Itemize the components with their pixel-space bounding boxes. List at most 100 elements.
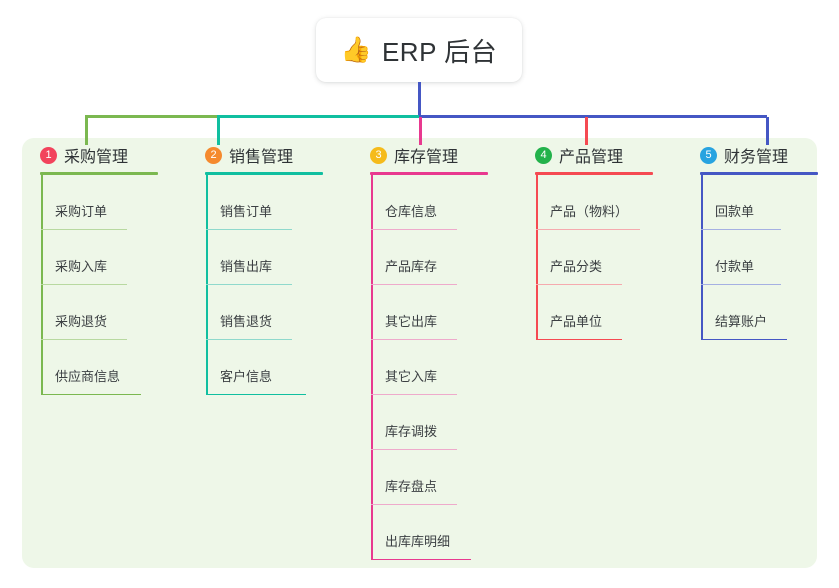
badge-number-icon: 3 <box>370 146 387 164</box>
column-header-sales[interactable]: 2 销售管理 <box>187 144 337 166</box>
list-item[interactable]: 销售出库 <box>206 230 337 285</box>
list-item-label: 其它入库 <box>385 369 438 384</box>
list-item[interactable]: 供应商信息 <box>41 340 172 395</box>
list-item[interactable]: 其它出库 <box>371 285 502 340</box>
list-item[interactable]: 产品分类 <box>536 230 667 285</box>
list-item-rule <box>701 338 787 340</box>
list-item[interactable]: 出库库明细 <box>371 505 502 560</box>
list-item-label: 出库库明细 <box>385 534 451 549</box>
list-item-label: 产品单位 <box>550 314 603 329</box>
list-item[interactable]: 客户信息 <box>206 340 337 395</box>
list-item[interactable]: 结算账户 <box>701 285 832 340</box>
drop-connector-inventory <box>419 117 422 145</box>
list-item-rule <box>206 283 292 285</box>
list-item-label: 结算账户 <box>715 314 768 329</box>
column-title: 采购管理 <box>64 149 129 166</box>
list-item-rule <box>371 283 457 285</box>
list-item[interactable]: 产品单位 <box>536 285 667 340</box>
items-spine <box>206 175 208 395</box>
list-item[interactable]: 销售退货 <box>206 285 337 340</box>
diagram-panel <box>22 138 817 568</box>
list-item-rule <box>371 503 457 505</box>
thumbs-up-icon: 👍 <box>340 35 372 64</box>
list-item-rule <box>701 283 781 285</box>
list-item[interactable]: 仓库信息 <box>371 175 502 230</box>
list-item-label: 客户信息 <box>220 369 273 384</box>
list-item[interactable]: 回款单 <box>701 175 832 230</box>
column-title: 销售管理 <box>229 149 294 166</box>
bus-green <box>85 115 217 118</box>
list-item-rule <box>206 393 306 395</box>
items-spine <box>701 175 703 340</box>
column-items-inventory: 仓库信息产品库存其它出库其它入库库存调拨库存盘点出库库明细 <box>371 175 502 560</box>
drop-connector-purchase <box>85 117 88 145</box>
items-spine <box>41 175 43 395</box>
column-header-rule <box>205 172 323 175</box>
trunk-connector <box>418 82 421 117</box>
list-item-rule <box>371 228 457 230</box>
list-item-label: 产品（物料） <box>550 204 629 219</box>
root-node-title: ERP 后台 <box>381 36 498 67</box>
list-item-label: 采购订单 <box>55 204 108 219</box>
drop-connector-product <box>585 117 588 145</box>
list-item-label: 产品库存 <box>385 259 438 274</box>
list-item-label: 销售出库 <box>220 259 273 274</box>
list-item[interactable]: 产品库存 <box>371 230 502 285</box>
list-item-label: 供应商信息 <box>55 369 121 384</box>
column-inventory: 3 库存管理仓库信息产品库存其它出库其它入库库存调拨库存盘点出库库明细 <box>352 144 502 560</box>
list-item-label: 其它出库 <box>385 314 438 329</box>
list-item-label: 采购入库 <box>55 259 108 274</box>
list-item[interactable]: 产品（物料） <box>536 175 667 230</box>
list-item[interactable]: 销售订单 <box>206 175 337 230</box>
list-item-label: 库存盘点 <box>385 479 438 494</box>
list-item[interactable]: 采购退货 <box>41 285 172 340</box>
items-spine <box>371 175 373 560</box>
list-item-rule <box>371 393 457 395</box>
list-item[interactable]: 采购订单 <box>41 175 172 230</box>
list-item-rule <box>371 558 471 560</box>
column-header-rule <box>700 172 818 175</box>
list-item-label: 销售退货 <box>220 314 273 329</box>
column-header-rule <box>535 172 653 175</box>
drop-connector-sales <box>217 117 220 145</box>
list-item-rule <box>371 448 457 450</box>
drop-connector-finance <box>766 117 769 145</box>
column-header-product[interactable]: 4 产品管理 <box>517 144 667 166</box>
column-items-purchase: 采购订单采购入库采购退货供应商信息 <box>41 175 172 395</box>
list-item-rule <box>371 338 457 340</box>
list-item-rule <box>536 283 622 285</box>
list-item[interactable]: 其它入库 <box>371 340 502 395</box>
list-item-label: 采购退货 <box>55 314 108 329</box>
list-item-rule <box>41 393 141 395</box>
list-item[interactable]: 采购入库 <box>41 230 172 285</box>
column-title: 产品管理 <box>559 149 624 166</box>
column-title: 库存管理 <box>394 149 459 166</box>
list-item-label: 销售订单 <box>220 204 273 219</box>
root-node-erp-backend[interactable]: 👍 ERP 后台 <box>316 18 522 82</box>
column-header-rule <box>370 172 488 175</box>
column-items-finance: 回款单付款单结算账户 <box>701 175 832 340</box>
list-item[interactable]: 库存调拨 <box>371 395 502 450</box>
list-item[interactable]: 付款单 <box>701 230 832 285</box>
list-item-rule <box>206 228 292 230</box>
badge-number-icon: 2 <box>205 146 222 164</box>
column-items-sales: 销售订单销售出库销售退货客户信息 <box>206 175 337 395</box>
column-items-product: 产品（物料） 产品分类产品单位 <box>536 175 667 340</box>
list-item-label: 库存调拨 <box>385 424 438 439</box>
list-item-rule <box>701 228 781 230</box>
list-item-label: 产品分类 <box>550 259 603 274</box>
badge-number-icon: 4 <box>535 146 552 164</box>
column-header-inventory[interactable]: 3 库存管理 <box>352 144 502 166</box>
column-product: 4 产品管理产品（物料） 产品分类产品单位 <box>517 144 667 340</box>
list-item-rule <box>41 283 127 285</box>
list-item[interactable]: 库存盘点 <box>371 450 502 505</box>
list-item-rule <box>536 228 640 230</box>
column-title: 财务管理 <box>724 149 789 166</box>
list-item-rule <box>41 228 127 230</box>
items-spine <box>536 175 538 340</box>
list-item-rule <box>41 338 127 340</box>
